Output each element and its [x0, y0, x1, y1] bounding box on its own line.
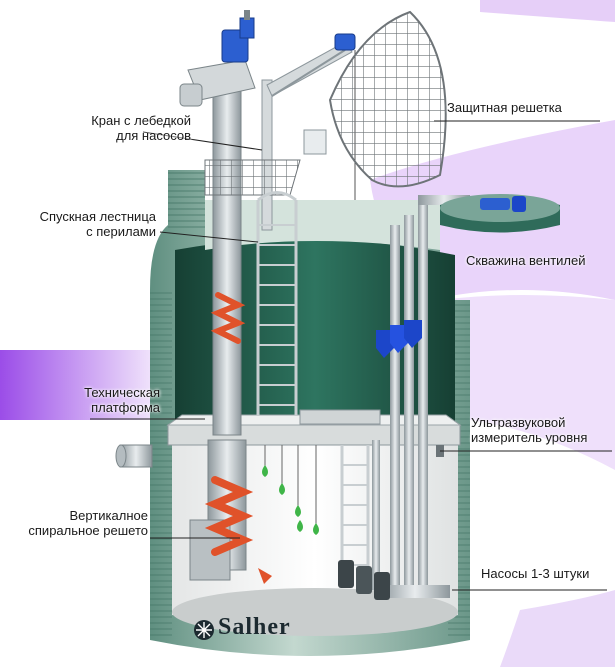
label-ladder: Спускная лестница с перилами — [18, 209, 156, 239]
label-crane-line2: для насосов — [116, 128, 191, 143]
label-ladder-line2: с перилами — [86, 224, 156, 239]
brand-name: Salher — [218, 614, 291, 640]
valves — [376, 320, 422, 358]
label-grate-line1: Защитная решетка — [447, 100, 562, 115]
label-pumps-line1: Насосы 1-3 штуки — [481, 566, 590, 581]
crane — [261, 33, 356, 231]
label-screen-line2: спиральное решето — [28, 523, 148, 538]
label-ultrasonic-line1: Ультразвуковой — [471, 415, 566, 430]
float-switches — [262, 445, 319, 535]
protective-grate — [328, 10, 447, 188]
label-ultrasonic-line2: измеритель уровня — [471, 430, 588, 445]
label-platform: Техническая платформа — [20, 385, 160, 415]
label-valve-well-line1: Скважина вентилей — [466, 253, 586, 268]
spiral-screen-column — [179, 10, 272, 584]
label-ultrasonic: Ультразвуковой измеритель уровня — [471, 415, 587, 445]
label-spiral-screen: Вертикалное спиральное решето — [4, 508, 148, 538]
label-valve-well: Скважина вентилей — [466, 253, 586, 268]
leader-ladder — [159, 231, 259, 243]
inlet-pipe — [115, 444, 153, 468]
label-platform-line1: Техническая — [84, 385, 160, 400]
pumps — [338, 560, 390, 600]
discharge-pipes — [372, 195, 470, 598]
valve-well — [440, 194, 560, 233]
label-pumps: Насосы 1-3 штуки — [481, 566, 589, 581]
label-crane: Кран с лебедкой для насосов — [48, 113, 191, 143]
label-ladder-line1: Спускная лестница — [39, 209, 156, 224]
label-platform-line2: платформа — [91, 400, 160, 415]
leader-crane — [142, 131, 263, 151]
label-screen-line1: Вертикалное — [69, 508, 149, 523]
label-crane-line1: Кран с лебедкой — [91, 113, 191, 128]
descent-ladder — [256, 191, 370, 575]
label-protective-grate: Защитная решетка — [447, 100, 562, 115]
leader-lines — [90, 120, 612, 591]
top-grate — [204, 159, 301, 196]
salher-logo-icon — [194, 620, 214, 640]
